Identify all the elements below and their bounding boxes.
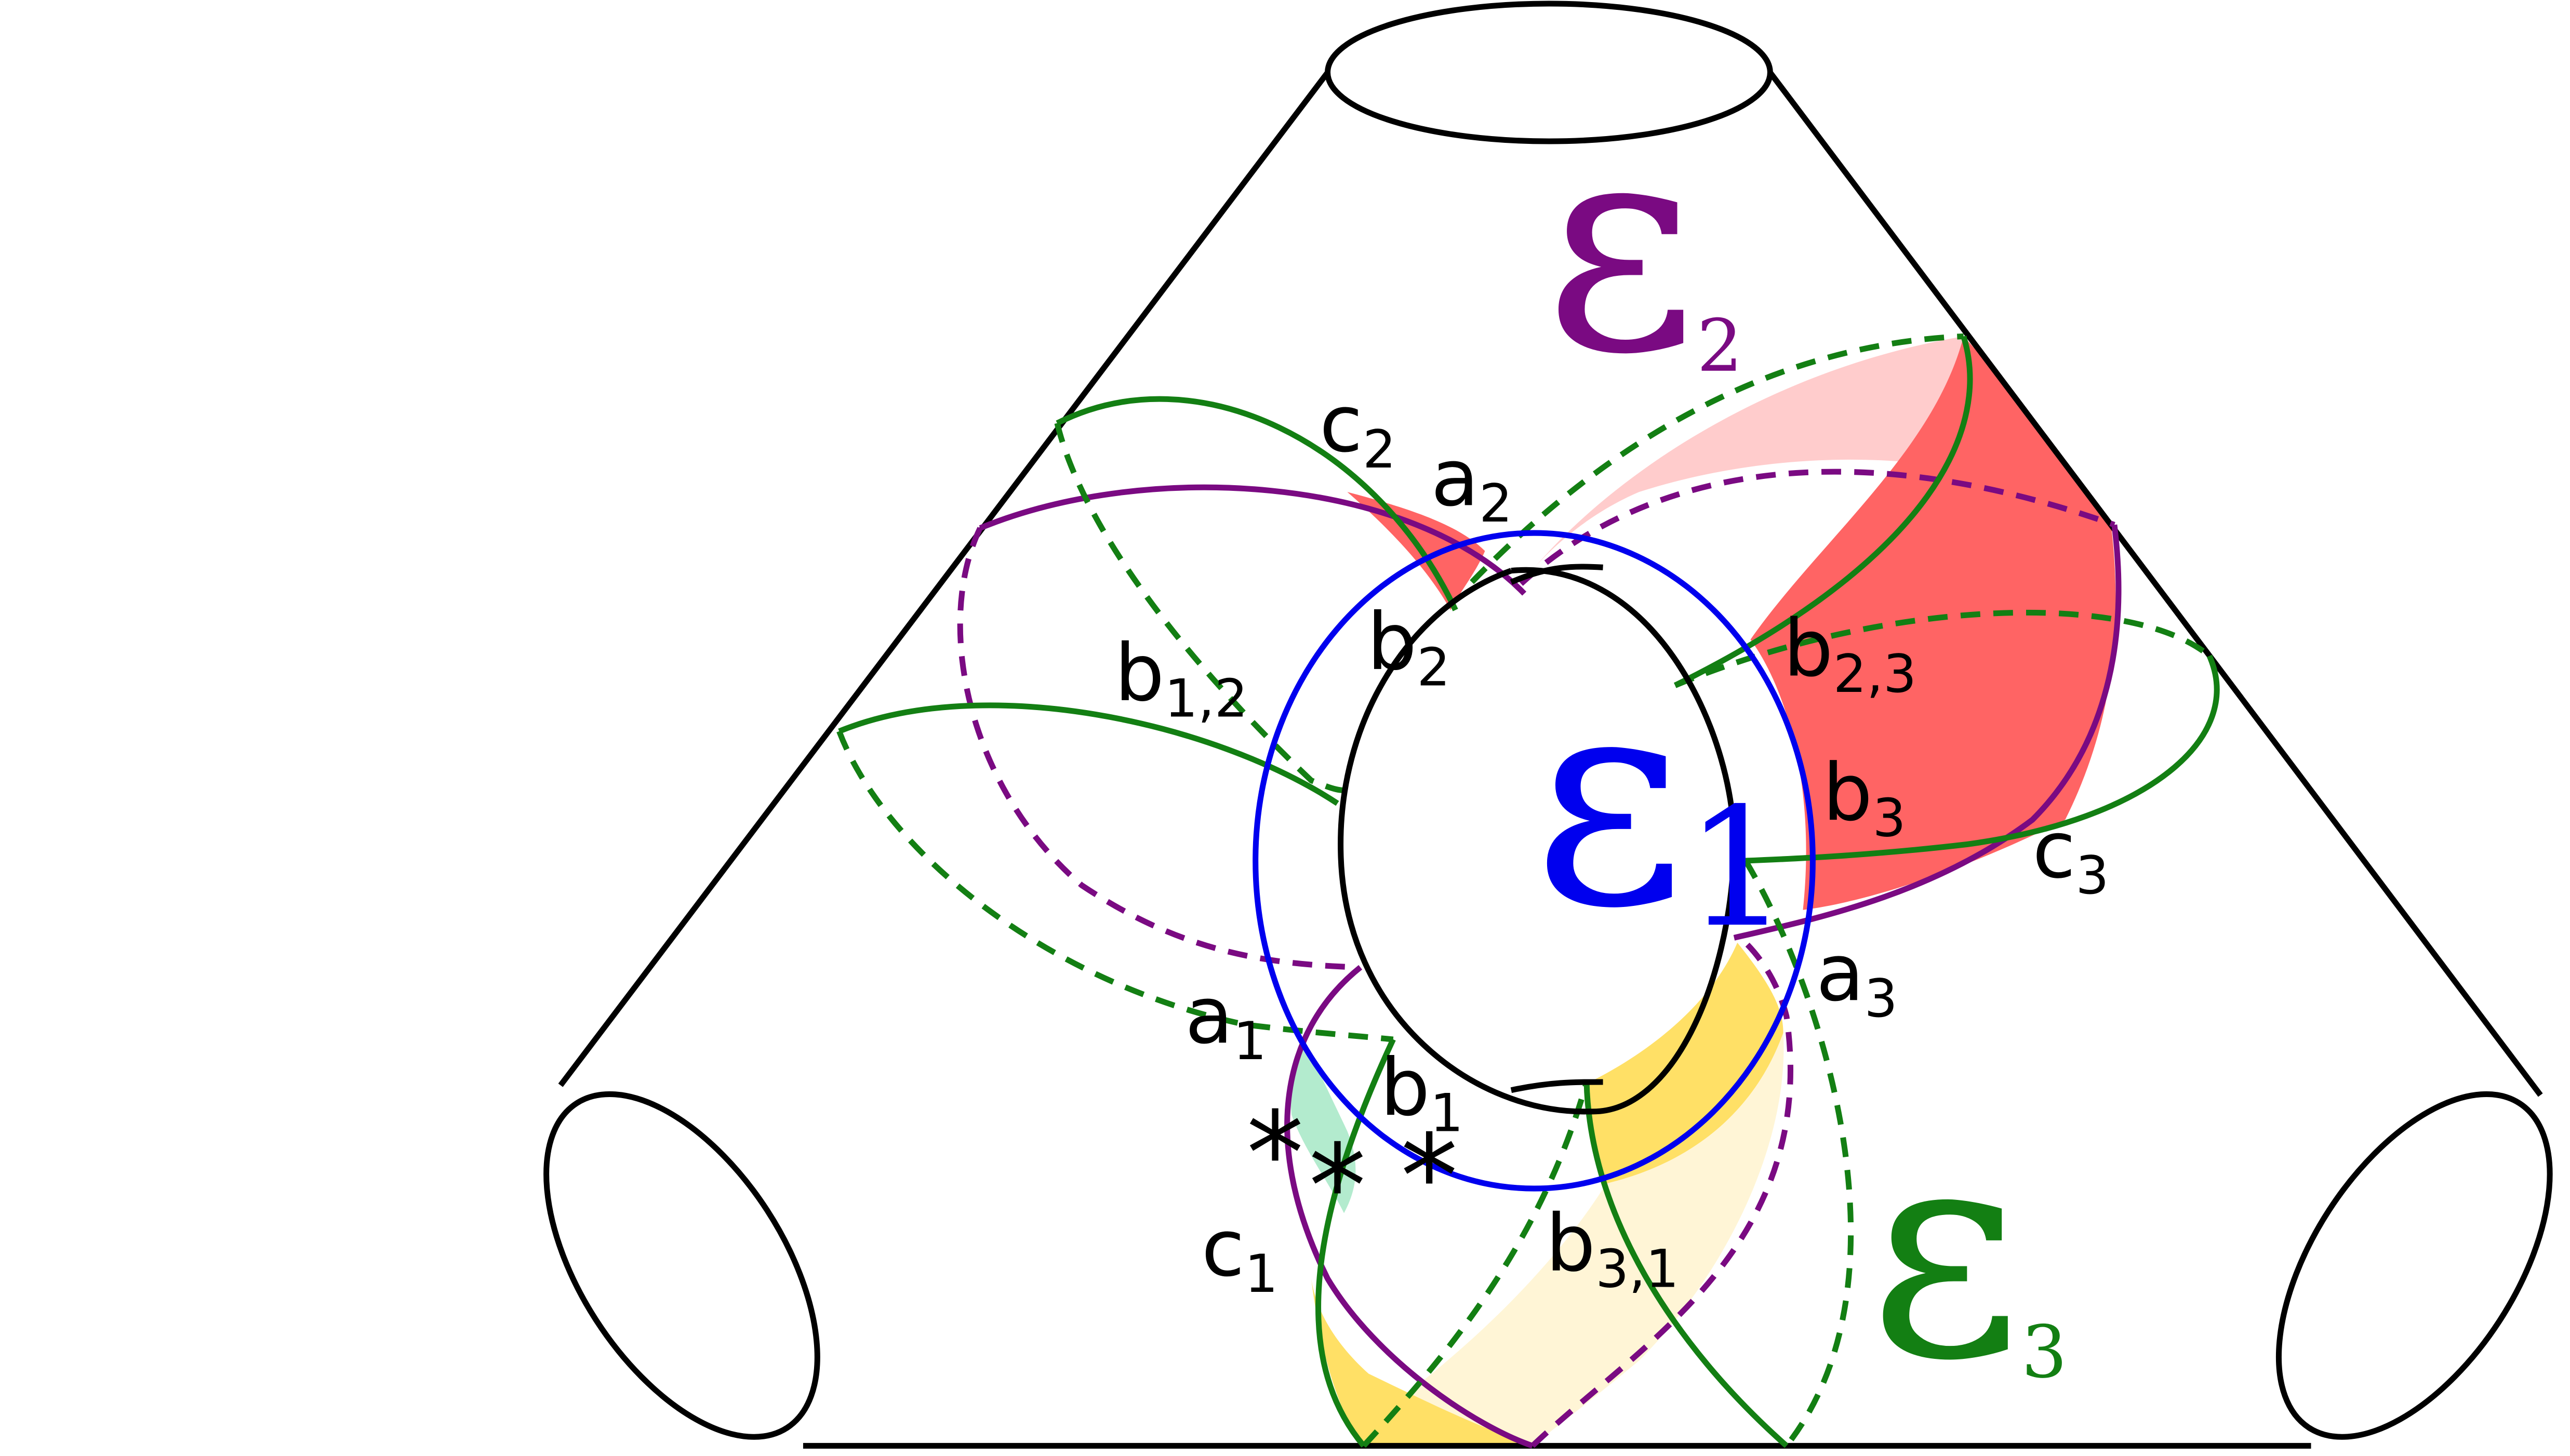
green-curve-c1 [1315,1038,1396,1448]
label-epsilon-3: ε3 [1869,1080,2068,1424]
cream-band-region [1384,1033,1784,1446]
label-c2: c2 [1320,378,1396,480]
green-curve-b23 [1673,335,1973,688]
pants-outline [543,1,2553,1449]
green-curve-lower-right [1583,1081,1789,1448]
red-upper-right-region [1750,336,2116,910]
purple-dashed-lower-right [1530,940,1793,1448]
label-a2: a2 [1431,432,1512,534]
yellow-bottom-region [1311,1278,1533,1446]
label-c1: c1 [1202,1202,1279,1304]
label-a3: a3 [1816,927,1898,1029]
red-wedge-near-b2-region [1347,492,1485,610]
label-epsilon-2: ε2 [1544,74,1743,418]
green-dashed-top [1470,333,1964,584]
green-dashed-right [1743,859,1854,1448]
purple-curve-right [1733,524,2122,941]
inner-boundary-curve [1338,567,1737,1115]
green-dashed-left-lower [836,730,1394,1043]
inner-boundary-bottom-tail [1510,1079,1603,1093]
green-dashed-b3 [1674,609,2212,688]
green-curves [836,333,2220,1448]
label-b12: b1,2 [1114,627,1248,729]
purple-dashed-left [957,527,1357,970]
yellow-band-region [1589,942,1783,1184]
label-b31: b3,1 [1546,1197,1679,1300]
green-curve-left [838,702,1339,806]
star-markers: * * * [1246,1088,1458,1254]
green-curve-c2 [1056,396,1458,611]
curve-labels: c2 a2 b2 b1,2 b2,3 b3 c3 a3 a1 b1 c1 b3,… [1114,378,2109,1304]
star-marker-3: * [1401,1111,1458,1244]
inner-boundary [1338,564,1737,1115]
label-c3: c3 [2032,804,2109,906]
star-marker-2: * [1309,1120,1366,1254]
label-b23: b2,3 [1783,603,1917,705]
star-marker-1: * [1246,1088,1303,1221]
right-boundary-ellipse [2275,1091,2553,1440]
inner-boundary-top-tail [1510,564,1603,585]
purple-curve-upper-left [979,484,1527,596]
blue-curve [1253,530,1816,1192]
left-boundary-ellipse [543,1091,820,1440]
left-side-line [558,71,1330,1087]
label-a1: a1 [1185,969,1267,1072]
green-curve-c3 [1745,654,2220,864]
label-b3: b3 [1822,746,1906,849]
blue-ellipse [1253,530,1816,1192]
green-dashed-b12 [1054,422,1344,793]
label-b1: b1 [1380,1041,1463,1144]
label-epsilon-1: ε1 [1533,628,1790,971]
shaded-regions [1290,336,2116,1446]
label-b2: b2 [1367,596,1450,698]
right-side-line [1767,71,2543,1097]
